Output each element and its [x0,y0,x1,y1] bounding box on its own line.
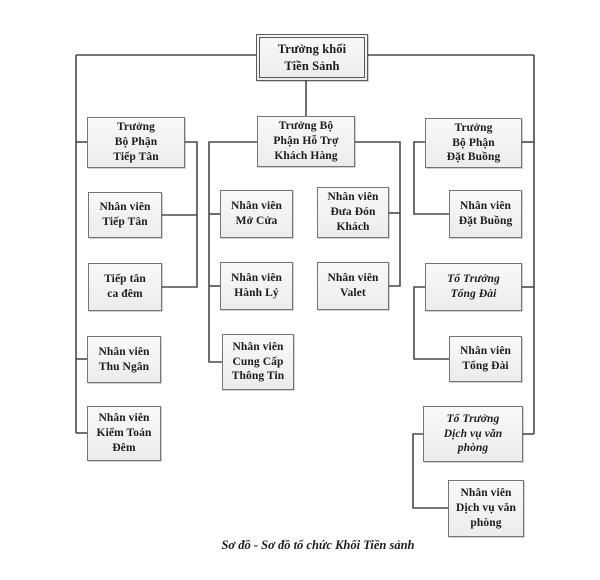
tiep-tan-sub-rail [162,141,198,288]
node-label: Nhân viên Thu Ngân [98,345,150,373]
node-label: Nhân viên Dịch vụ văn phòng [456,487,516,529]
dich-vu-elbow [412,433,448,509]
node-truong-bo-phan-dat-buong: Trưởng Bộ Phận Đặt Buồng [425,118,522,168]
node-nhan-vien-dat-buong: Nhân viên Đặt Buồng [449,190,522,238]
ho-tro-right-sub-rail [355,141,401,287]
node-label: Trưởng khối Tiền Sảnh [277,42,347,73]
dat-buong-elbow [413,141,449,215]
node-label: Nhân viên Valet [327,272,379,299]
node-nhan-vien-kiem-toan-dem: Nhân viên Kiểm Toán Đêm [87,406,161,461]
node-nhan-vien-dich-vu-van-phong: Nhân viên Dịch vụ văn phòng [448,480,524,537]
ho-tro-left-sub-rail [208,141,257,363]
node-nhan-vien-cung-cap-thong-tin: Nhân viên Cung Cấp Thông Tin [222,334,294,390]
node-truong-khoi-tien-sanh: Trưởng khối Tiền Sảnh [256,34,368,81]
root-connectors [76,54,534,116]
node-label: Nhân viên Tổng Đài [459,345,512,372]
node-label: Trưởng Bộ Phận Đặt Buồng [446,121,501,164]
node-label: Trưởng Bộ Phận Tiếp Tân [113,121,159,163]
node-nhan-vien-hanh-ly: Nhân viên Hành Lý [220,262,293,310]
diagram-caption: Sơ đồ - Sơ đồ tổ chức Khối Tiền sảnh [221,538,415,552]
right-rail [522,55,535,435]
node-truong-bo-phan-tiep-tan: Trưởng Bộ Phận Tiếp Tân [87,117,185,168]
node-to-truong-dich-vu-van-phong: Tổ Trưởng Dịch vụ văn phòng [423,406,523,462]
node-nhan-vien-mo-cua: Nhân viên Mở Cửa [220,190,293,238]
node-nhan-vien-valet: Nhân viên Valet [317,262,389,310]
node-nhan-vien-tiep-tan: Nhân viên Tiếp Tân [88,192,162,238]
node-label: Nhân viên Đặt Buồng [458,200,513,227]
left-rail [75,55,87,434]
node-nhan-vien-thu-ngan: Nhân viên Thu Ngân [87,336,161,383]
node-nhan-vien-tong-dai: Nhân viên Tổng Đài [449,336,522,382]
node-nhan-vien-dua-don-khach: Nhân viên Đưa Đón Khách [317,187,389,238]
node-label: Nhân viên Cung Cấp Thông Tin [231,340,285,383]
node-label: Trưởng Bộ Phận Hỗ Trợ Khách Hàng [273,120,339,162]
node-tiep-tan-ca-dem: Tiếp tân ca đêm [88,263,162,311]
node-label: Nhân viên Hành Lý [230,272,283,299]
node-label: Nhân viên Đưa Đón Khách [327,191,379,233]
node-label: Tổ Trưởng Tổng Đài [447,273,500,300]
node-label: Nhân viên Mở Cửa [230,200,283,227]
node-label: Tiếp tân ca đêm [104,273,146,300]
node-truong-bo-phan-ho-tro-khach-hang: Trưởng Bộ Phận Hỗ Trợ Khách Hàng [257,116,355,167]
node-label: Nhân viên Kiểm Toán Đêm [96,412,152,454]
tong-dai-elbow [413,286,449,360]
node-to-truong-tong-dai: Tổ Trưởng Tổng Đài [425,263,522,311]
node-label: Tổ Trưởng Dịch vụ văn phòng [443,412,503,455]
node-label: Nhân viên Tiếp Tân [99,201,151,228]
